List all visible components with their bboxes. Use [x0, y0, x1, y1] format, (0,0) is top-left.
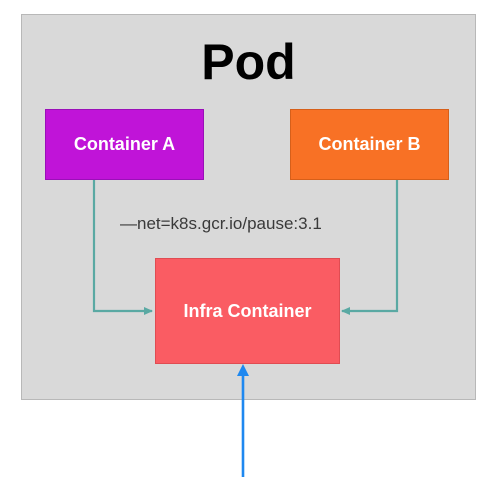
connector-b-to-infra [341, 180, 399, 315]
pod-title: Pod [201, 34, 296, 90]
infra-container-label: Infra Container [183, 300, 312, 321]
container-b-box[interactable]: Container B [290, 109, 449, 180]
infra-container-box[interactable]: Infra Container [155, 258, 340, 364]
container-b-label: Container B [318, 134, 421, 154]
network-mode-label: —net=k8s.gcr.io/pause:3.1 [120, 214, 322, 233]
container-a-label: Container A [73, 134, 176, 154]
container-a-box[interactable]: Container A [45, 109, 204, 180]
connector-a-to-infra [92, 180, 153, 315]
